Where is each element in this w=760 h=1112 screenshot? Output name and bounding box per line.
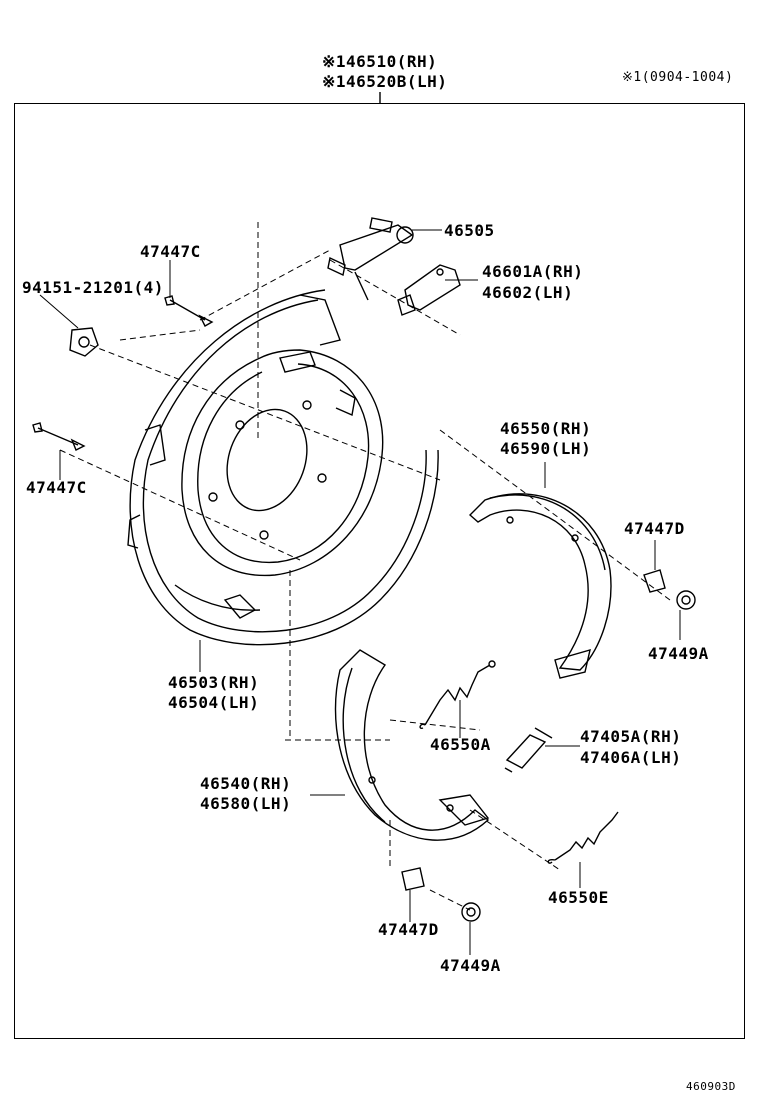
part-46503-label: 46503(RH) xyxy=(168,673,260,692)
part-46550a-label: 46550A xyxy=(430,735,491,754)
backing-plate xyxy=(127,289,439,646)
diagram-frame xyxy=(14,103,745,1039)
part-46504-label: 46504(LH) xyxy=(168,693,260,712)
part-47449a-right-label: 47449A xyxy=(648,644,709,663)
part-46505-label: 46505 xyxy=(444,221,495,240)
adjuster-47405a xyxy=(504,727,553,773)
part-47406a-label: 47406A(LH) xyxy=(580,748,682,767)
assembly-lh-label: ※146520B(LH) xyxy=(322,72,448,91)
spring-46550a xyxy=(419,660,496,730)
part-47405a-label: 47405A(RH) xyxy=(580,727,682,746)
part-47447d-right-label: 47447D xyxy=(624,519,685,538)
spring-46550e xyxy=(547,811,619,864)
pin-bolts xyxy=(32,295,214,451)
drum-hub xyxy=(181,349,384,577)
part-46550-label: 46550(RH) xyxy=(500,419,592,438)
part-46602-label: 46602(LH) xyxy=(482,283,574,302)
leader-lines xyxy=(39,229,681,955)
part-94151-label: 94151-21201(4) xyxy=(22,278,164,297)
part-46601a-label: 46601A(RH) xyxy=(482,262,584,281)
nut-94151 xyxy=(69,327,99,357)
diagram-code: 460903D xyxy=(686,1080,736,1093)
part-46550e-label: 46550E xyxy=(548,888,609,907)
part-47447c-left-label: 47447C xyxy=(26,478,87,497)
hold-down-bottom xyxy=(401,867,481,922)
part-46540-label: 46540(RH) xyxy=(200,774,292,793)
lower-brake-shoe xyxy=(334,649,490,841)
part-47447d-bottom-label: 47447D xyxy=(378,920,439,939)
part-46590-label: 46590(LH) xyxy=(500,439,592,458)
hold-down-right xyxy=(643,569,696,610)
part-47447c-top-label: 47447C xyxy=(140,242,201,261)
strut-assembly xyxy=(397,264,461,316)
part-47449a-bottom-label: 47449A xyxy=(440,956,501,975)
part-46580-label: 46580(LH) xyxy=(200,794,292,813)
parking-lever xyxy=(327,217,414,301)
upper-brake-shoe xyxy=(468,493,612,679)
assembly-rh-label: ※146510(RH) xyxy=(322,52,438,71)
applicability-note: ※1(0904-1004) xyxy=(622,70,734,85)
assembly-centerlines xyxy=(59,222,671,911)
